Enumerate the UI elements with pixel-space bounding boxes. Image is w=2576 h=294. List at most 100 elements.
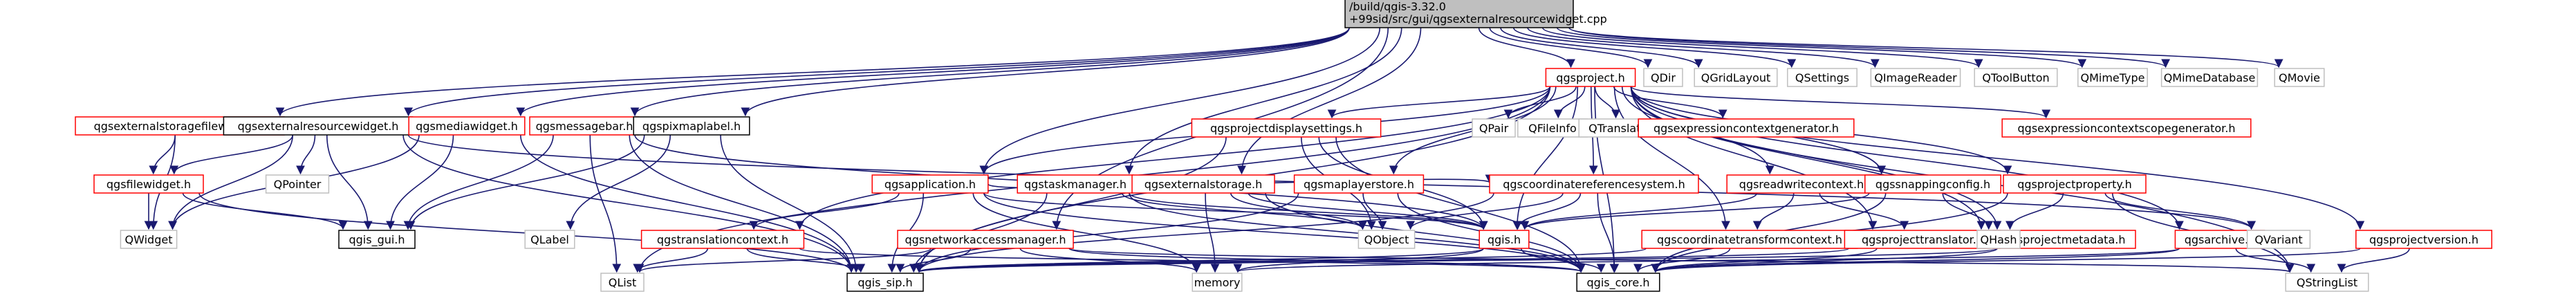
node-label: qgsprojectdisplaysettings.h <box>1210 122 1362 135</box>
node-label: qgsexternalresourcewidget.h <box>238 120 399 133</box>
node-label: QSettings <box>1795 71 1849 84</box>
edge-qgsnetworkaccessmanager-to-memory <box>1019 248 1201 273</box>
node-label: QVariant <box>2254 233 2302 246</box>
node-label: qgsarchive.h <box>2185 233 2256 246</box>
node-box <box>1358 230 1416 249</box>
node-qgscoordinatetransformcontext[interactable]: qgscoordinatetransformcontext.h <box>1641 230 1858 249</box>
edge-root-to-qtoolbutton <box>1541 27 1983 68</box>
node-qgsexternalresourcewidget[interactable]: qgsexternalresourcewidget.h <box>223 116 414 136</box>
node-qgsexpressioncontextscopegenerator[interactable]: qgsexpressioncontextscopegenerator.h <box>2001 118 2252 138</box>
node-qgsproject[interactable]: qgsproject.h <box>1545 68 1636 87</box>
edge-qgscoordinatereferencesystem-to-qgis <box>1513 192 1582 230</box>
edge-root-to-qgspixmaplabel <box>741 27 1350 117</box>
node-qgsapplication[interactable]: qgsapplication.h <box>871 174 989 194</box>
node-qgsprojectproperty[interactable]: qgsprojectproperty.h <box>2003 174 2147 194</box>
node-qgsnetworkaccessmanager[interactable]: qgsnetworkaccessmanager.h <box>897 230 1074 249</box>
edge-qgsprojectmetadata-to-qgis_sip <box>915 248 1998 273</box>
node-label: QMimeType <box>2080 71 2144 84</box>
edge-qgsnetworkaccessmanager-to-qlist <box>635 248 932 273</box>
node-qgsreadwritecontext[interactable]: qgsreadwritecontext.h <box>1726 174 1877 194</box>
node-qgstranslationcontext[interactable]: qgstranslationcontext.h <box>640 230 805 249</box>
node-qgsmediawidget[interactable]: qgsmediawidget.h <box>408 116 526 136</box>
node-qgis-core[interactable]: qgis_core.h <box>1576 273 1660 292</box>
node-label: +99sid/src/gui/qgsexternalresourcewidget… <box>1349 12 1607 26</box>
node-qgsmessagebar[interactable]: qgsmessagebar.h <box>529 116 640 136</box>
edge-root-to-qgsexternalresourcewidget <box>404 27 1350 117</box>
edge-qgsmessagebar-to-qgis_sip <box>629 134 856 273</box>
node-qgssnappingconfig[interactable]: qgssnappingconfig.h <box>1864 174 2001 194</box>
node-qgstaskmanager[interactable]: qgstaskmanager.h <box>1017 174 1134 194</box>
node-qdir: QDir <box>1643 68 1683 87</box>
edge-qgsproject-to-qgis <box>1512 86 1579 230</box>
node-box <box>1131 174 1275 194</box>
edge-qgsapplication-to-qgis <box>983 192 1488 230</box>
node-label: QPointer <box>274 178 322 191</box>
node-root[interactable]: /build/qgis-3.32.0+99sid/src/gui/qgsexte… <box>1344 0 1607 28</box>
edge-qgsreadwritecontext-to-qgsprojecttranslator <box>1819 192 1909 230</box>
node-label: memory <box>1194 276 1241 289</box>
edge-qgsexternalstorage-to-qgis <box>1248 192 1488 230</box>
node-box <box>2246 230 2311 249</box>
node-label: QFileInfo <box>1528 122 1577 135</box>
edge-qgsproject-to-qgsprojectversion <box>1630 86 2365 230</box>
node-qgsexpressioncontextgenerator[interactable]: qgsexpressioncontextgenerator.h <box>1638 118 1855 138</box>
node-label: qgsexternalstoragefilewidget.h <box>94 120 266 133</box>
edge-qgsreadwritecontext-to-qgscoordinatetransformcontext <box>1752 192 1795 230</box>
node-label: QTranslator <box>1588 122 1652 135</box>
node-box <box>1638 118 1855 138</box>
edge-qgspixmaplabel-to-qgis_gui <box>406 134 645 230</box>
node-box <box>897 230 1074 249</box>
node-box <box>1517 118 1588 138</box>
node-label: qgsexpressioncontextgenerator.h <box>1653 122 1839 135</box>
edge-qgspixmaplabel-to-qlabel <box>566 134 671 230</box>
node-qstringlist: QStringList <box>2285 273 2369 292</box>
edge-root-to-qgsexternalstoragefilewidget <box>275 27 1350 117</box>
node-label: qgis_gui.h <box>349 233 405 247</box>
edge-root-to-qgsmediawidget <box>516 27 1350 117</box>
edge-qgsnetworkaccessmanager-to-qgis_sip <box>896 248 972 273</box>
edge-root-to-qgsproject <box>1478 27 1575 68</box>
node-qgsprojectversion[interactable]: qgsprojectversion.h <box>2355 230 2492 249</box>
node-qgsexternalstorage[interactable]: qgsexternalstorage.h <box>1131 174 1275 194</box>
node-label: qgis_core.h <box>1587 276 1650 290</box>
node-qgis[interactable]: qgis.h <box>1479 230 1530 249</box>
edge-root-to-qgsmessagebar <box>630 27 1350 117</box>
node-qgscoordinatereferencesystem[interactable]: qgscoordinatereferencesystem.h <box>1489 174 1699 194</box>
edge-qgscoordinatereferencesystem-to-qobject <box>1406 192 1564 230</box>
node-label: qgsnetworkaccessmanager.h <box>905 233 1066 246</box>
node-box <box>408 116 526 136</box>
edge-root-to-qmovie <box>1568 27 2283 68</box>
edge-qgspixmaplabel-to-qgis_sip <box>720 134 861 273</box>
node-box <box>1293 174 1425 194</box>
edge-root-to-qmimedatabase <box>1568 27 2170 68</box>
edge-qgsprojectmetadata-to-qgis_core <box>1651 248 1999 273</box>
node-qgsmaplayerstore[interactable]: qgsmaplayerstore.h <box>1293 174 1425 194</box>
node-qlabel: QLabel <box>524 230 575 249</box>
edge-qgsproject-to-qfileinfo <box>1553 86 1586 119</box>
node-qgspixmaplabel[interactable]: qgspixmaplabel.h <box>633 116 750 136</box>
edge-qgssnappingconfig-to-qgis <box>1520 192 1870 230</box>
edge-qgsprojectproperty-to-qhash <box>2005 192 2064 230</box>
node-box <box>1864 174 2001 194</box>
node-label: qgsproject.h <box>1556 71 1624 84</box>
edge-qgsproject-to-qtranslator <box>1594 86 1620 119</box>
node-qgsfilewidget[interactable]: qgsfilewidget.h <box>93 174 204 194</box>
node-qgis-sip[interactable]: qgis_sip.h <box>846 273 924 292</box>
edge-qgsexternalresourcewidget-to-qgis_sip <box>402 134 856 273</box>
node-box <box>524 230 575 249</box>
node-box <box>1576 273 1660 292</box>
node-box <box>1787 68 1857 87</box>
node-qgsprojectdisplaysettings[interactable]: qgsprojectdisplaysettings.h <box>1191 118 1382 138</box>
node-label: qgstranslationcontext.h <box>657 233 788 246</box>
edge-qgsmessagebar-to-qlist <box>589 134 622 273</box>
node-box <box>871 174 989 194</box>
edge-qgsmediawidget-to-qgis_sip <box>520 134 856 273</box>
node-label: QToolButton <box>1982 71 2049 84</box>
node-qgis-gui[interactable]: qgis_gui.h <box>338 230 416 249</box>
node-qgsprojecttranslator[interactable]: qgsprojecttranslator.h <box>1844 230 2001 249</box>
edge-qgsmediawidget-to-qgis_gui <box>386 134 454 230</box>
node-box <box>1489 174 1699 194</box>
edge-qgsfilewidget-to-qgis_gui <box>182 192 348 230</box>
node-label: qgis.h <box>1488 233 1521 246</box>
